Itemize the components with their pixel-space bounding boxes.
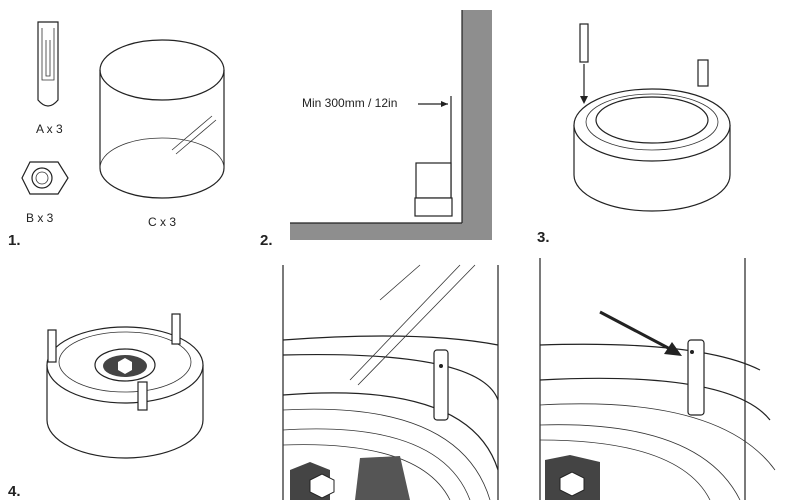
fireplace-glass bbox=[415, 162, 452, 199]
step-3-panel: 3. bbox=[537, 23, 731, 246]
step-1-number: 1. bbox=[8, 232, 21, 249]
clip-a bbox=[579, 23, 589, 63]
step-4-panel: 4. bbox=[8, 313, 204, 500]
step-5-detail-panel bbox=[282, 264, 499, 500]
part-c-glass-cylinder bbox=[99, 39, 225, 199]
part-b-label: B x 3 bbox=[26, 211, 54, 225]
part-a-clip bbox=[37, 21, 59, 107]
part-c-label: C x 3 bbox=[148, 215, 176, 229]
part-a-label: A x 3 bbox=[36, 122, 63, 136]
step-6-detail-panel bbox=[539, 258, 776, 500]
wall-and-floor bbox=[290, 10, 492, 240]
attention-arrow bbox=[599, 310, 673, 352]
step-4-number: 4. bbox=[8, 483, 21, 500]
step-2-number: 2. bbox=[260, 232, 273, 249]
fireplace-base bbox=[414, 197, 453, 217]
step-2-panel: Min 300mm / 12in 2. bbox=[260, 10, 492, 249]
clearance-label: Min 300mm / 12in bbox=[302, 96, 397, 110]
part-b-nut bbox=[21, 161, 69, 195]
step-3-number: 3. bbox=[537, 229, 550, 246]
step-1-panel: A x 3 B x 3 C x 3 1. bbox=[8, 21, 225, 249]
